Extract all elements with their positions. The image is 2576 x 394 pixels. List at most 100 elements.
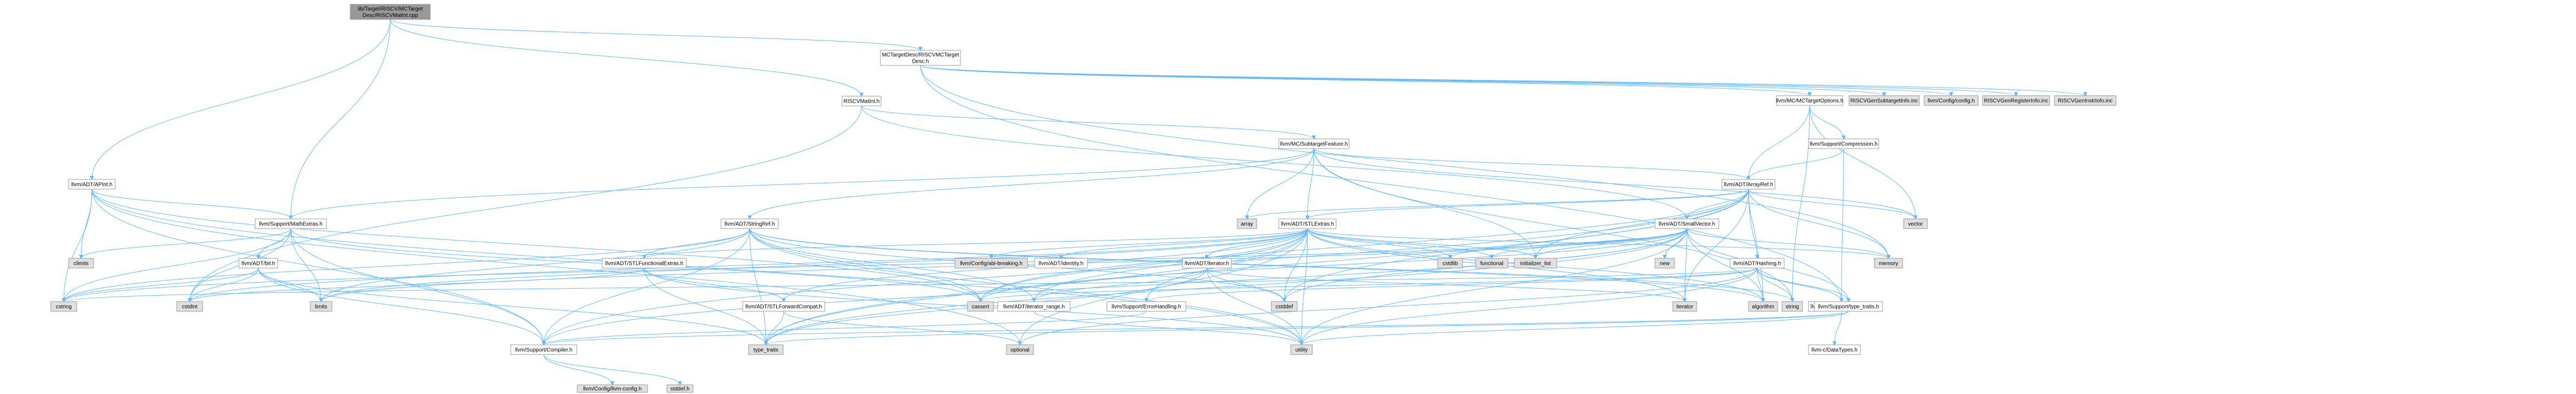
edge-stlfunc-to-typetraits — [644, 268, 766, 345]
node-box-cstring — [50, 301, 77, 312]
node-stlfwd[interactable]: llvm/ADT/STLForwardCompat.h — [742, 301, 825, 312]
node-stddef: stddef.h — [666, 384, 693, 393]
node-label-compression: llvm/Support/Compression.h — [1810, 142, 1878, 148]
edge-hashing-to-utility — [1302, 268, 1758, 345]
edge-stlextras-to-initlist — [1307, 228, 1536, 258]
node-compression[interactable]: llvm/Support/Compression.h — [1808, 138, 1879, 149]
edge-stlfunc-to-cstdint — [190, 268, 645, 302]
edge-smallvector-to-cassert — [980, 228, 1687, 302]
edge-mctd-to-instrinfo — [920, 65, 2085, 96]
edge-stlextras-to-cfgbreak — [991, 228, 1308, 258]
node-iteratorh: iterator — [1672, 301, 1697, 312]
edge-stlextras-to-functional — [1307, 228, 1492, 258]
node-label-cdatatypes: llvm-c/DataTypes.h — [1811, 348, 1857, 353]
node-hashing[interactable]: llvm/ADT/Hashing.h — [1730, 258, 1785, 269]
edge-stlextras-to-stlfunc — [644, 228, 1308, 258]
node-cassert: cassert — [967, 301, 994, 312]
node-box-stlfunc — [602, 258, 687, 269]
edge-apint-to-compiler — [91, 189, 544, 345]
edge-iterator-to-cstddef — [1206, 268, 1284, 302]
node-smallvector[interactable]: llvm/ADT/SmallVector.h — [1654, 218, 1719, 229]
node-box-compiler — [510, 344, 577, 355]
edge-mctd-to-memory — [920, 65, 1888, 258]
node-typetraits: type_traits — [748, 344, 784, 355]
node-arrayref[interactable]: llvm/ADT/ArrayRef.h — [1721, 179, 1776, 190]
edge-hashing-to-string — [1757, 268, 1792, 302]
node-label-iteratorh: iterator — [1676, 304, 1693, 310]
node-iterrange[interactable]: llvm/ADT/iterator_range.h — [997, 301, 1071, 312]
edge-errhandling-to-compiler — [544, 311, 1147, 345]
node-box-vector — [1903, 218, 1928, 229]
edge-stlfunc-to-stlfwd — [644, 268, 784, 302]
node-typetraitsllvm[interactable]: llvm/Support/type_traits.h — [1814, 301, 1883, 312]
node-box-memory — [1874, 258, 1903, 269]
edge-typetraitsllvm-to-compiler — [544, 311, 1849, 345]
node-box-reginfo — [1982, 95, 2050, 106]
edge-mctd-to-mcopts — [920, 65, 1810, 96]
edge-arrayref-to-compiler — [544, 189, 1749, 345]
node-box-config — [1924, 95, 1979, 106]
node-label-llvmconfig: llvm/Config/llvm-config.h — [583, 386, 642, 392]
edge-stlextras-to-cassert — [980, 228, 1308, 302]
edge-compiler-to-stddef — [543, 354, 680, 385]
node-stlextras[interactable]: llvm/ADT/STLExtras.h — [1278, 218, 1337, 229]
node-mcopts[interactable]: llvm/MC/MCTargetOptions.h — [1776, 95, 1844, 106]
node-label-climits: climits — [74, 261, 89, 267]
node-errhandling[interactable]: llvm/Support/ErrorHandling.h — [1106, 301, 1186, 312]
node-utility: utility — [1290, 344, 1313, 355]
node-label-compiler: llvm/Support/Compiler.h — [515, 348, 572, 353]
edge-arrayref-to-array — [1247, 189, 1749, 219]
node-apint[interactable]: llvm/ADT/APInt.h — [68, 179, 116, 190]
node-box-stlextras — [1278, 218, 1337, 229]
edge-subfeat-to-mathext — [291, 148, 1314, 219]
node-box-instrinfo — [2054, 95, 2117, 106]
node-label-smallvector: llvm/ADT/SmallVector.h — [1659, 222, 1715, 228]
node-cdatatypes[interactable]: llvm-c/DataTypes.h — [1808, 344, 1861, 355]
node-iterator[interactable]: llvm/ADT/iterator.h — [1182, 258, 1232, 269]
node-box-llvmconfig — [577, 384, 648, 393]
node-label-vector: vector — [1908, 222, 1923, 228]
node-subfeat[interactable]: llvm/MC/SubtargetFeature.h — [1278, 138, 1350, 149]
node-label-subfeat: llvm/MC/SubtargetFeature.h — [1280, 142, 1347, 148]
node-stringref[interactable]: llvm/ADT/StringRef.h — [720, 218, 779, 229]
edge-mcopts-to-vector — [1809, 105, 1916, 219]
node-cstdint: cstdint — [176, 301, 203, 312]
node-box-mctd — [880, 50, 961, 66]
node-label-stlfunc: llvm/ADT/STLFunctionalExtras.h — [605, 261, 684, 267]
node-limits: limits — [310, 301, 332, 312]
node-label-typetraitsllvm: llvm/Support/type_traits.h — [1818, 304, 1879, 310]
node-stlfunc[interactable]: llvm/ADT/STLFunctionalExtras.h — [602, 258, 687, 269]
edge-apint-to-mathext — [91, 189, 291, 219]
node-compiler[interactable]: llvm/Support/Compiler.h — [510, 344, 577, 355]
node-label-mctd: MCTargetDesc/RISCVMCTarget — [882, 52, 959, 58]
edge-hashing-to-errhandling — [1146, 268, 1758, 302]
node-root[interactable]: lib/Target/RISCV/MCTargetDesc/RISCVMatIn… — [350, 4, 431, 20]
node-label-root: lib/Target/RISCV/MCTarget — [358, 6, 423, 12]
node-box-stlfwd — [742, 301, 825, 312]
node-mathext[interactable]: llvm/Support/MathExtras.h — [255, 218, 327, 229]
node-identity[interactable]: llvm/ADT/identity.h — [1034, 258, 1088, 269]
node-label-stlfwd: llvm/ADT/STLForwardCompat.h — [745, 304, 822, 310]
edge-typetraitsllvm-to-typetraits — [766, 311, 1849, 345]
edge-subfeat-to-arrayref — [1313, 148, 1749, 179]
edge-subfeat-to-string — [1313, 148, 1792, 302]
edge-arrayref-to-algorithm — [1748, 189, 1763, 302]
node-bit[interactable]: llvm/ADT/bit.h — [238, 258, 278, 269]
edge-arrayref-to-initlist — [1536, 189, 1749, 258]
edge-arrayref-to-iteratorh — [1685, 189, 1749, 302]
node-label-bit: llvm/ADT/bit.h — [242, 261, 275, 267]
edge-stringref-to-cstring — [64, 228, 750, 302]
edge-mathext-to-bit — [258, 228, 291, 258]
node-rmatint[interactable]: RISCVMatInt.h — [842, 96, 882, 106]
edge-smallvector-to-new — [1665, 228, 1687, 258]
edge-mcopts-to-arrayref — [1749, 105, 1810, 179]
node-box-identity — [1034, 258, 1088, 269]
edge-iterator-to-iterrange — [1034, 268, 1207, 302]
node-box-cassert — [967, 301, 994, 312]
node-cstddef: cstddef — [1271, 301, 1298, 312]
node-label-iterator: llvm/ADT/iterator.h — [1185, 261, 1229, 267]
node-box-arrayref — [1721, 179, 1776, 190]
node-label-identity: llvm/ADT/identity.h — [1039, 261, 1084, 267]
